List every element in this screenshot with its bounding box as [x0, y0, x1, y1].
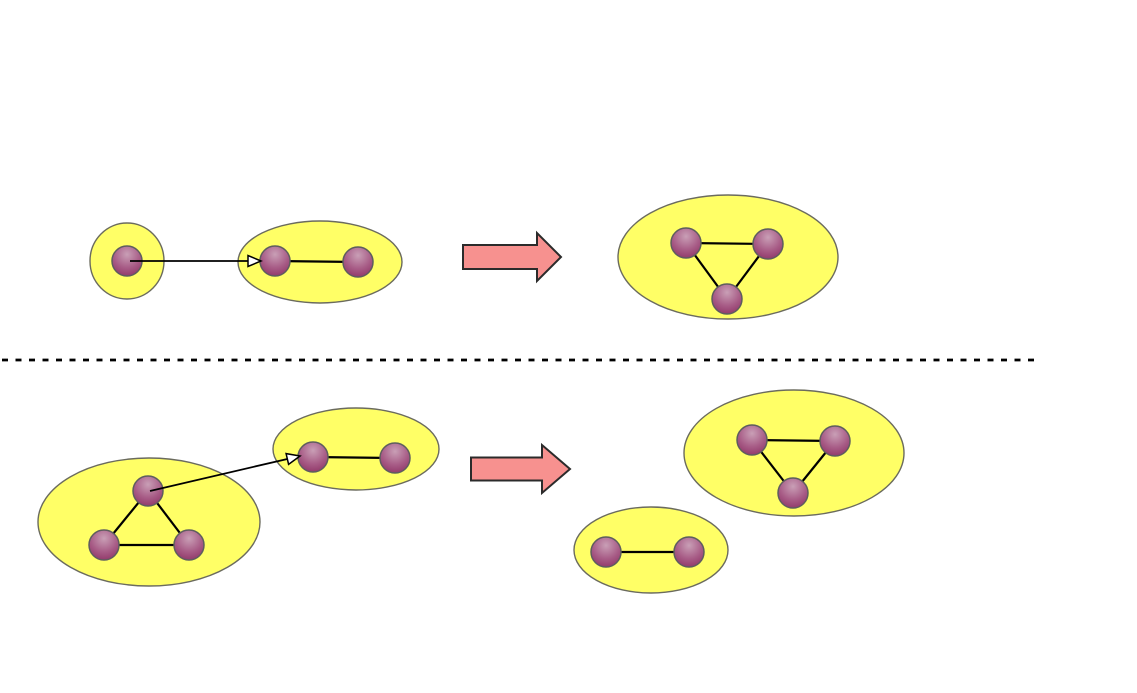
graph-node: [342, 246, 374, 278]
graph-node: [673, 536, 705, 568]
graph-node: [670, 227, 702, 259]
graph-node: [777, 477, 809, 509]
bottom-pair-community-ellipse: [272, 407, 440, 491]
graph-node: [379, 442, 411, 474]
top-transform-arrow-icon: [462, 230, 563, 284]
graph-node: [173, 529, 205, 561]
top-merge-arrow-open-arrowhead-icon: [247, 254, 263, 268]
bottom-merge-arrow-line: [149, 458, 288, 492]
top-merged-community-ellipse: [617, 194, 839, 320]
graph-node: [736, 424, 768, 456]
result-triangle-community-ellipse: [683, 389, 905, 517]
graph-node: [259, 245, 291, 277]
result-pair-community-ellipse: [573, 506, 729, 594]
graph-node: [297, 441, 329, 473]
graph-node: [88, 529, 120, 561]
graph-node: [590, 536, 622, 568]
graph-node: [819, 425, 851, 457]
bottom-transform-arrow-icon: [470, 442, 572, 496]
graph-node: [711, 283, 743, 315]
graph-node: [132, 475, 164, 507]
bottom-merge-arrow-open-arrowhead-icon: [285, 452, 302, 466]
graph-node: [752, 228, 784, 260]
